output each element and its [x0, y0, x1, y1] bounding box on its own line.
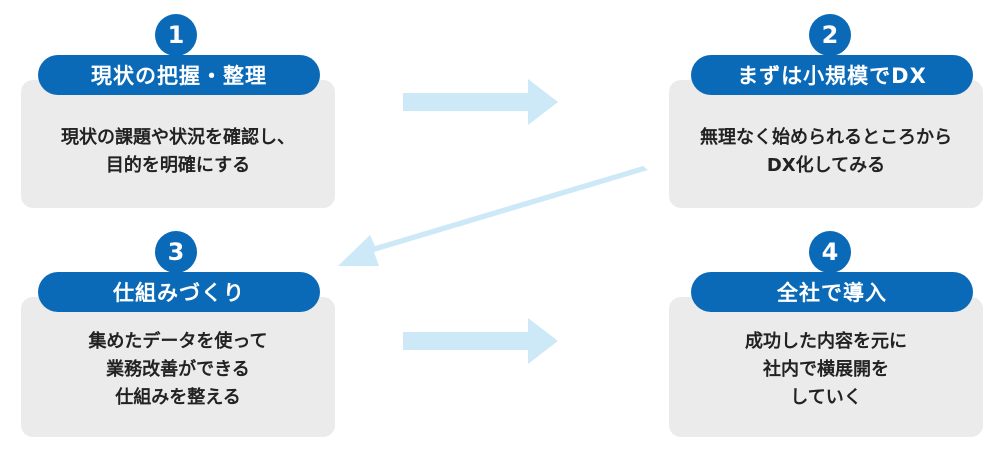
- step-4-card: 成功した内容を元に 社内で横展開を していく: [669, 297, 983, 437]
- step-2-title: まずは小規模でDX: [691, 55, 973, 95]
- step-2-description: 無理なく始められるところから DX化してみる: [700, 127, 952, 176]
- step-1-number-badge: 1: [155, 14, 197, 56]
- step-1-card: 現状の課題や状況を確認し、 目的を明確にする: [21, 80, 335, 208]
- step-1-description: 現状の課題や状況を確認し、 目的を明確にする: [61, 127, 295, 176]
- step-3-card: 集めたデータを使って 業務改善ができる 仕組みを整える: [21, 297, 335, 437]
- step-3-description: 集めたデータを使って 業務改善ができる 仕組みを整える: [88, 331, 268, 408]
- step-3-title: 仕組みづくり: [38, 272, 320, 312]
- arrow-3-to-4: [403, 318, 558, 364]
- arrow-1-to-2: [403, 79, 558, 125]
- step-1-title: 現状の把握・整理: [38, 55, 320, 95]
- step-4-title: 全社で導入: [691, 272, 973, 312]
- step-2-number-badge: 2: [809, 14, 851, 56]
- step-2-card: 無理なく始められるところから DX化してみる: [669, 80, 983, 208]
- step-4-description: 成功した内容を元に 社内で横展開を していく: [745, 331, 907, 408]
- step-3-number-badge: 3: [155, 231, 197, 273]
- arrow-2-to-3: [338, 166, 648, 266]
- step-4-number-badge: 4: [809, 231, 851, 273]
